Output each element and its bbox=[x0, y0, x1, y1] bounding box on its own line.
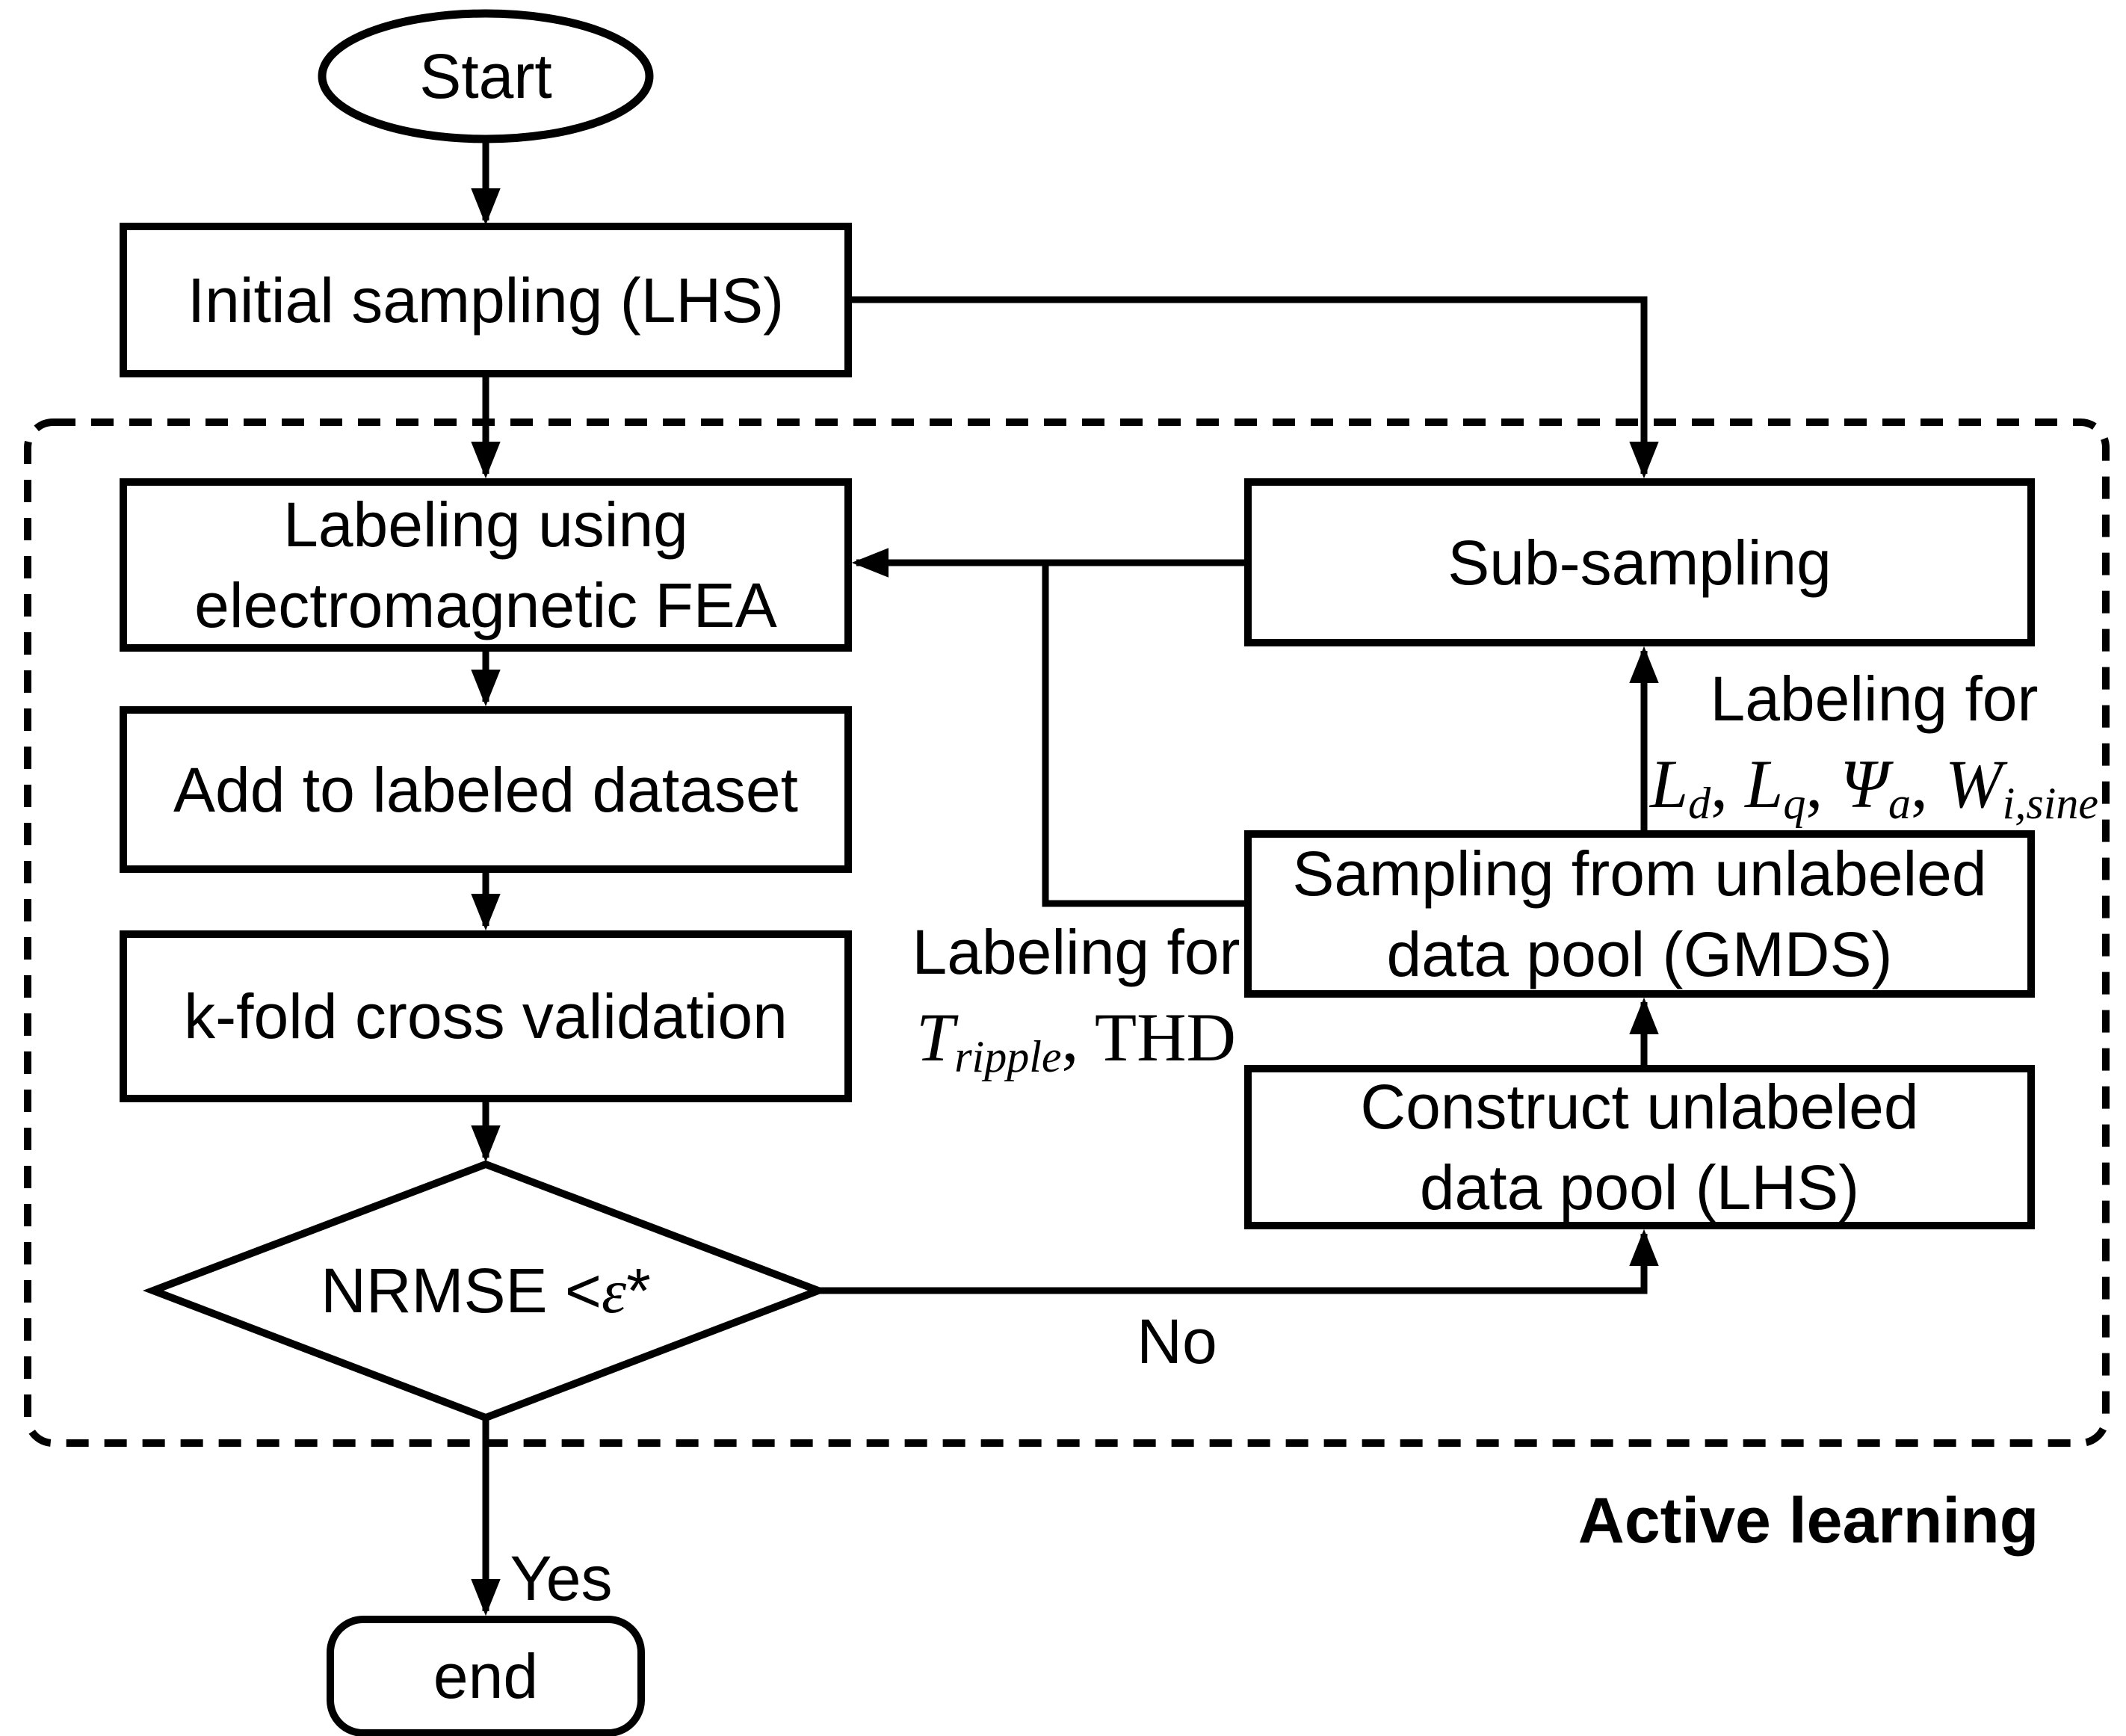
labeling-right-annotation: Labeling for Ld, Lq, Ψa, Wi,sine bbox=[1650, 664, 2098, 828]
construct-pool-label: Construct unlabeled data pool (LHS) bbox=[1360, 1072, 1919, 1223]
initial-sampling-label: Initial sampling (LHS) bbox=[187, 265, 785, 336]
yes-branch-label: Yes bbox=[510, 1543, 613, 1613]
end-terminal-shape bbox=[327, 1616, 645, 1736]
arrow-initial-to-subsampling bbox=[848, 296, 1659, 479]
sub-sampling-label: Sub-sampling bbox=[1447, 527, 1832, 598]
labeling-left-annotation: Labeling for Tripple, THD bbox=[912, 917, 1240, 1081]
sub-sampling-box bbox=[1244, 478, 2035, 646]
construct-pool-box bbox=[1244, 1065, 2035, 1229]
no-branch-label: No bbox=[1137, 1306, 1217, 1377]
active-learning-region-label: Active learning bbox=[1577, 1485, 2039, 1557]
active-learning-region-border bbox=[24, 418, 2110, 1447]
labeling-fea-box bbox=[120, 478, 852, 652]
add-to-dataset-label: Add to labeled dataset bbox=[173, 754, 798, 825]
kfold-box bbox=[120, 930, 852, 1102]
nrmse-decision-label: NRMSE <ε* bbox=[321, 1255, 651, 1326]
start-label: Start bbox=[419, 41, 552, 111]
sampling-gmds-label: Sampling from unlabeled data pool (GMDS) bbox=[1292, 838, 1987, 989]
initial-sampling-box bbox=[120, 223, 852, 377]
arrow-decision-to-construct-no bbox=[818, 1229, 1659, 1294]
nrmse-decision-diamond bbox=[142, 1160, 829, 1422]
start-terminal-shape bbox=[318, 9, 654, 143]
kfold-label: k-fold cross validation bbox=[184, 981, 788, 1051]
add-to-dataset-box bbox=[120, 706, 852, 873]
end-label: end bbox=[433, 1641, 539, 1711]
labeling-fea-label: Labeling using electromagnetic FEA bbox=[194, 489, 777, 640]
sampling-gmds-box bbox=[1244, 830, 2035, 998]
connector-gmds-to-labeling-fea bbox=[1042, 566, 1248, 907]
